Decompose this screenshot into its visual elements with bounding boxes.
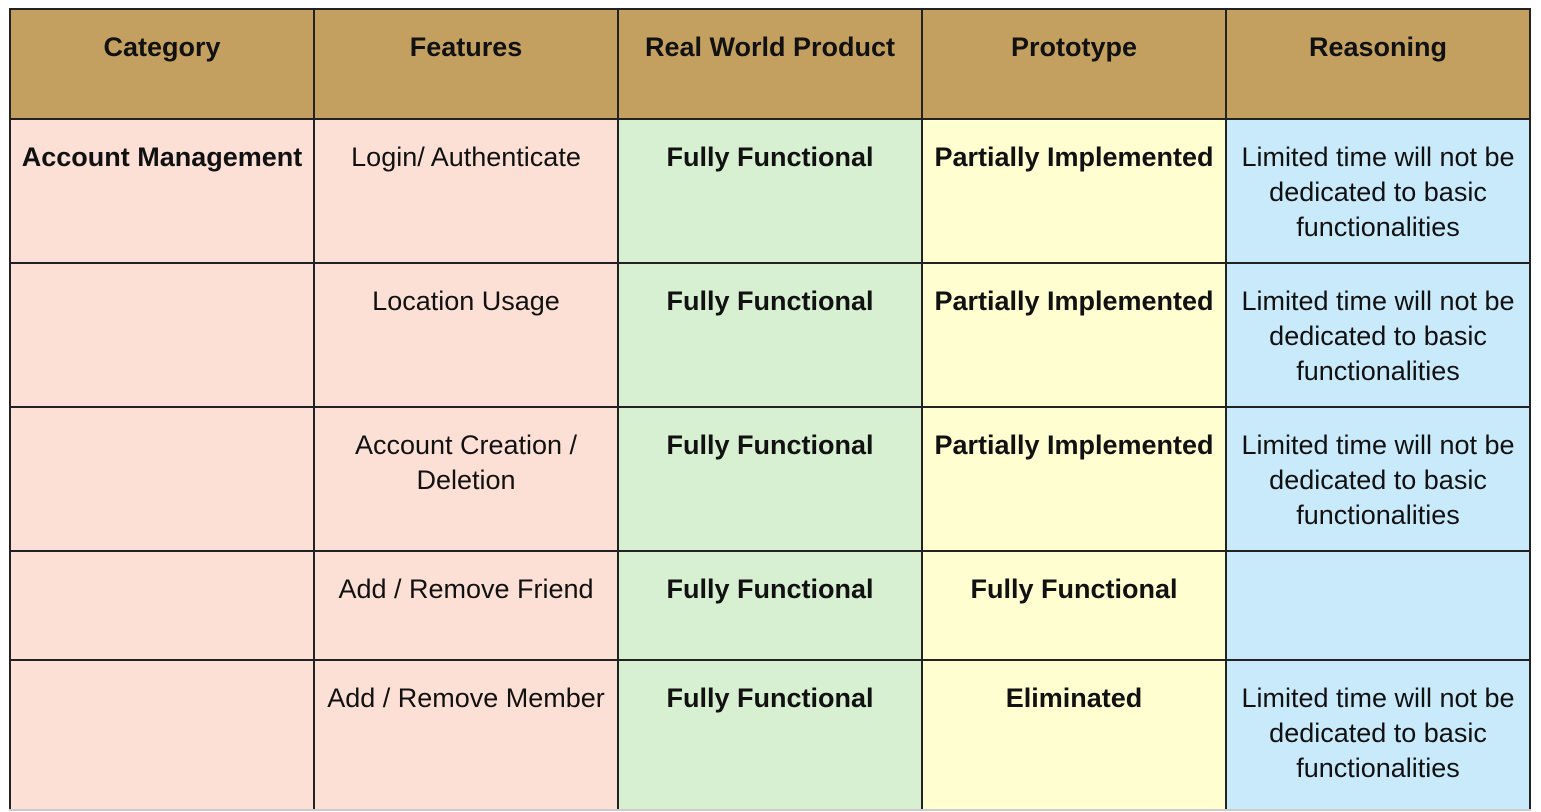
prototype-cell: Partially Implemented — [921, 406, 1227, 552]
table-row: Location Usage Fully Functional Partiall… — [9, 262, 1531, 408]
header-real-world-product: Real World Product — [617, 8, 923, 120]
reasoning-cell: Limited time will not be dedicated to ba… — [1225, 659, 1531, 811]
feature-comparison-table: Category Features Real World Product Pro… — [9, 8, 1531, 811]
header-category: Category — [9, 8, 315, 120]
category-cell — [9, 550, 315, 661]
reasoning-cell — [1225, 550, 1531, 661]
real-world-cell: Fully Functional — [617, 550, 923, 661]
reasoning-cell: Limited time will not be dedicated to ba… — [1225, 406, 1531, 552]
table-row: Add / Remove Member Fully Functional Eli… — [9, 659, 1531, 811]
real-world-cell: Fully Functional — [617, 118, 923, 264]
prototype-cell: Partially Implemented — [921, 118, 1227, 264]
table-row: Account Management Login/ Authenticate F… — [9, 118, 1531, 264]
header-row: Category Features Real World Product Pro… — [9, 8, 1531, 120]
feature-cell: Add / Remove Member — [313, 659, 619, 811]
feature-cell: Location Usage — [313, 262, 619, 408]
table-body: Account Management Login/ Authenticate F… — [9, 118, 1531, 811]
category-cell — [9, 262, 315, 408]
header-features: Features — [313, 8, 619, 120]
feature-cell: Account Creation / Deletion — [313, 406, 619, 552]
feature-cell: Add / Remove Friend — [313, 550, 619, 661]
reasoning-cell: Limited time will not be dedicated to ba… — [1225, 262, 1531, 408]
table-row: Add / Remove Friend Fully Functional Ful… — [9, 550, 1531, 661]
category-cell — [9, 659, 315, 811]
prototype-cell: Fully Functional — [921, 550, 1227, 661]
table-header: Category Features Real World Product Pro… — [9, 8, 1531, 120]
category-cell: Account Management — [9, 118, 315, 264]
prototype-cell: Eliminated — [921, 659, 1227, 811]
table-row: Account Creation / Deletion Fully Functi… — [9, 406, 1531, 552]
real-world-cell: Fully Functional — [617, 406, 923, 552]
reasoning-cell: Limited time will not be dedicated to ba… — [1225, 118, 1531, 264]
feature-cell: Login/ Authenticate — [313, 118, 619, 264]
real-world-cell: Fully Functional — [617, 659, 923, 811]
real-world-cell: Fully Functional — [617, 262, 923, 408]
header-reasoning: Reasoning — [1225, 8, 1531, 120]
category-cell — [9, 406, 315, 552]
prototype-cell: Partially Implemented — [921, 262, 1227, 408]
header-prototype: Prototype — [921, 8, 1227, 120]
